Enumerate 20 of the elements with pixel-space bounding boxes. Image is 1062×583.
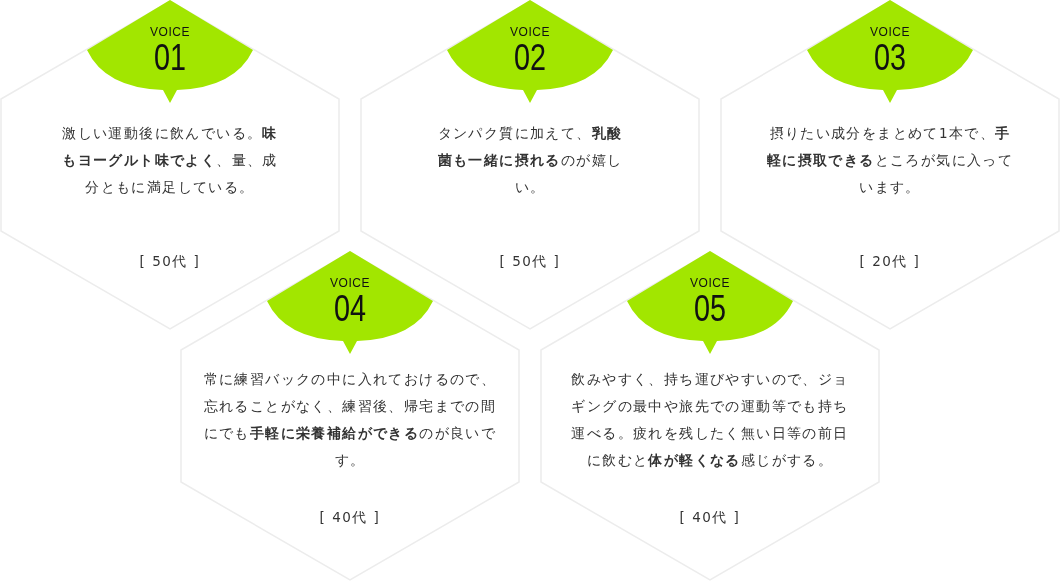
- testimonial-text: 摂りたい成分をまとめて1本で、手軽に摂取できるところが気に入っています。: [765, 124, 1015, 197]
- badge-label: VOICE: [690, 276, 730, 290]
- badge-label: VOICE: [870, 25, 910, 39]
- age-group-label: [ 20代 ]: [859, 253, 921, 271]
- testimonial-text: 激しい運動後に飲んでいる。味もヨーグルト味でよく、量、成分ともに満足している。: [61, 124, 279, 197]
- age-group-label: [ 50代 ]: [139, 253, 201, 271]
- age-group-label: [ 40代 ]: [679, 509, 741, 527]
- voice-number: 04: [334, 289, 366, 329]
- badge-label: VOICE: [330, 276, 370, 290]
- testimonial-text: タンパク質に加えて、乳酸菌も一緒に摂れるのが嬉しい。: [436, 124, 624, 197]
- testimonial-text: 常に練習バックの中に入れておけるので、忘れることがなく、練習後、帰宅までの間にでも手軽に栄養補給ができるのが良いです。: [202, 370, 498, 470]
- age-group-label: [ 50代 ]: [499, 253, 561, 271]
- voice-number: 03: [873, 38, 906, 78]
- voice-number: 02: [513, 38, 546, 78]
- badge-label: VOICE: [510, 25, 550, 39]
- voice-number: 05: [693, 289, 726, 329]
- age-group-label: [ 40代 ]: [319, 509, 381, 527]
- testimonial-text: 飲みやすく、持ち運びやすいので、ジョギングの最中や旅先での運動等でも持ち運べる。疲れを残したく無い日等の前日に飲むと体が軽くなる感じがする。: [570, 370, 850, 470]
- voice-number: 01: [154, 38, 186, 78]
- badge-label: VOICE: [150, 25, 190, 39]
